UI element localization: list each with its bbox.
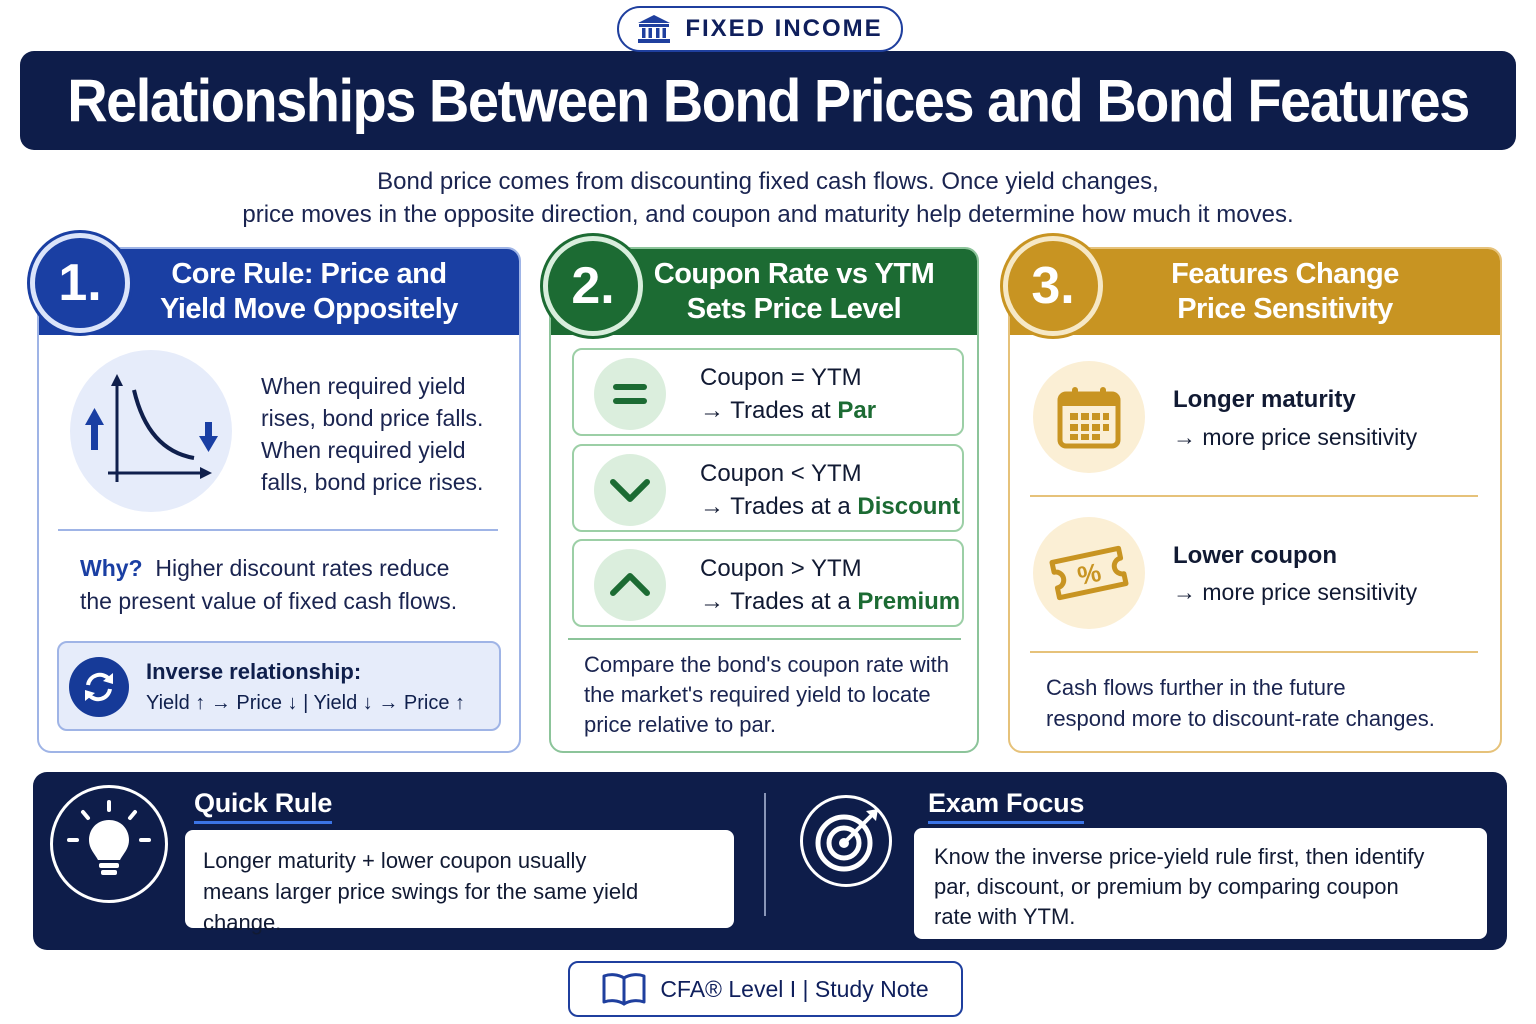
calendar-icon (1033, 361, 1145, 473)
quick-rule-bold: Longer maturity (203, 848, 356, 873)
quick-rule-box: Longer maturity + lower coupon usually m… (185, 830, 734, 935)
fixed-income-badge: FIXED INCOME (617, 6, 903, 52)
row-par-condition: Coupon = YTM (700, 364, 862, 391)
cycle-arrows-icon (69, 657, 129, 717)
arrow-down-icon (199, 422, 218, 452)
divider (58, 529, 498, 531)
core-rule-line-4: falls, bond price rises. (261, 469, 484, 495)
inverse-relationship-box: Inverse relationship: Yield ↑ → Price ↓ … (57, 641, 501, 731)
row-discount: Coupon < YTM → Trades at a Discount (572, 444, 964, 532)
row-premium-result: → Trades at a Premium (700, 588, 961, 615)
core-rule-line-1: When required yield (261, 373, 466, 399)
card-price-sensitivity-title-line-2: Price Sensitivity (1177, 293, 1393, 325)
inverse-relationship-rule: Yield ↑ → Price ↓ | Yield ↓ → Price ↑ (146, 692, 465, 714)
coupon-note-line-3: price relative to par. (584, 712, 776, 737)
quick-rule-label: Quick Rule (194, 788, 332, 824)
arrow-up-icon (85, 408, 104, 450)
row-par-result: → Trades at Par (700, 397, 877, 424)
chevron-up-icon (594, 549, 666, 621)
svg-text:%: % (1075, 557, 1104, 591)
row-discount-result: → Trades at a Discount (700, 493, 961, 520)
page-title: Relationships Between Bond Prices and Bo… (67, 66, 1470, 135)
sensitivity-note-line-1: Cash flows further in the future (1046, 675, 1346, 700)
lower-coupon-desc: → more price sensitivity (1173, 579, 1418, 605)
card-price-sensitivity-header: Features Change Price Sensitivity (1010, 249, 1500, 335)
core-rule-line-2: rises, bond price falls. (261, 405, 484, 431)
subtitle-line-1: Bond price comes from discounting fixed … (377, 168, 1159, 195)
step-number-1: 1. (30, 233, 130, 333)
why-line-2: the present value of fixed cash flows. (80, 588, 458, 614)
subtitle: Bond price comes from discounting fixed … (100, 165, 1436, 231)
row-discount-condition: Coupon < YTM (700, 460, 862, 487)
quick-rule-line-2: means larger price swings for the same y… (203, 879, 639, 935)
separator (764, 793, 766, 916)
card-coupon-vs-ytm-title-line-2: Sets Price Level (686, 293, 902, 325)
longer-maturity-desc: → more price sensitivity (1173, 424, 1418, 450)
exam-focus-box: Know the inverse price-yield rule first,… (914, 828, 1487, 939)
exam-focus-line-3: rate with YTM. (934, 904, 1076, 929)
card-price-sensitivity-title-line-1: Features Change (1171, 258, 1399, 290)
coupon-ticket-icon: % (1033, 517, 1145, 629)
exam-focus-line-2: par, discount, or premium by comparing c… (934, 874, 1399, 899)
price-sensitivity-note: Cash flows further in the future respond… (1046, 672, 1476, 734)
exam-focus-label: Exam Focus (928, 788, 1084, 824)
card-price-sensitivity: Features Change Price Sensitivity (1008, 247, 1502, 753)
why-explanation: Why? Higher discount rates reduce the pr… (80, 552, 500, 618)
core-rule-explanation: When required yield rises, bond price fa… (261, 370, 511, 498)
exam-focus-line-1: Know the inverse price-yield rule first,… (934, 844, 1425, 869)
why-label: Why? (80, 555, 143, 581)
why-line-1: Higher discount rates reduce (155, 555, 450, 581)
step-number-3: 3. (1003, 236, 1103, 336)
longer-maturity-title: Longer maturity (1173, 386, 1356, 413)
divider (1030, 651, 1478, 653)
price-yield-curve-illustration (70, 350, 232, 512)
divider (568, 638, 961, 640)
card-core-rule-title-line-1: Core Rule: Price and (171, 258, 447, 290)
subtitle-line-2: price moves in the opposite direction, a… (242, 201, 1294, 228)
step-number-2: 2. (543, 236, 643, 336)
quick-rule-line-1: + lower coupon usually (355, 848, 587, 873)
coupon-note-line-1: Compare the bond's coupon rate with (584, 652, 949, 677)
inverse-relationship-title: Inverse relationship: (146, 659, 362, 684)
footer-badge: CFA® Level I | Study Note (568, 961, 963, 1017)
target-icon (800, 795, 892, 887)
sensitivity-note-line-2: respond more to discount-rate changes. (1046, 706, 1435, 731)
coupon-vs-ytm-note: Compare the bond's coupon rate with the … (584, 650, 964, 740)
lower-coupon-title: Lower coupon (1173, 542, 1337, 569)
lightbulb-icon (50, 785, 168, 903)
book-icon (602, 973, 646, 1006)
card-coupon-vs-ytm-title-line-1: Coupon Rate vs YTM (653, 258, 935, 290)
bank-icon (638, 15, 671, 43)
divider (1030, 495, 1478, 497)
chevron-down-icon (594, 454, 666, 526)
core-rule-line-3: When required yield (261, 437, 466, 463)
row-premium: Coupon > YTM → Trades at a Premium (572, 539, 964, 627)
coupon-note-line-2: the market's required yield to locate (584, 682, 931, 707)
title-banner: Relationships Between Bond Prices and Bo… (20, 51, 1516, 150)
card-core-rule-title-line-2: Yield Move Oppositely (160, 293, 458, 325)
row-par: Coupon = YTM → Trades at Par (572, 348, 964, 436)
price-yield-curve-icon (85, 374, 218, 482)
row-premium-condition: Coupon > YTM (700, 555, 862, 582)
equals-icon (594, 358, 666, 430)
badge-label: FIXED INCOME (685, 15, 883, 42)
footer-label: CFA® Level I | Study Note (660, 975, 929, 1002)
